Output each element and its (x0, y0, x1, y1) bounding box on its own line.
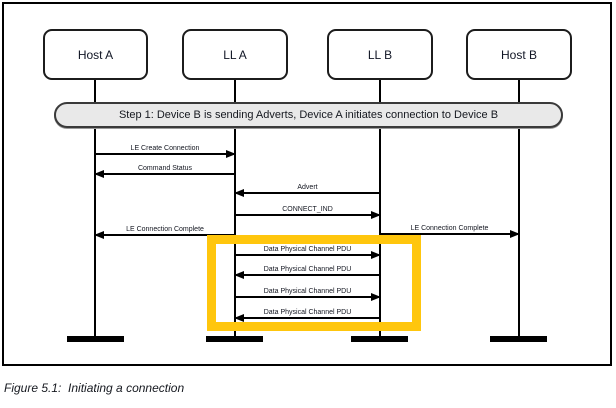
message-label: LE Connection Complete (410, 225, 489, 232)
lifeline-host-b (518, 80, 520, 336)
message-label: Data Physical Channel PDU (263, 246, 352, 253)
message-label: Data Physical Channel PDU (263, 288, 352, 295)
message-label: LE Connection Complete (126, 226, 204, 233)
message-data-pdu-2: Data Physical Channel PDU (234, 266, 380, 279)
lifeline-terminator-ll-b (351, 336, 408, 342)
message-label: Data Physical Channel PDU (263, 266, 352, 273)
message-label: Data Physical Channel PDU (263, 309, 352, 316)
lifeline-host-a (94, 80, 96, 336)
actor-box-host-a: Host A (43, 29, 148, 80)
message-label: Advert (297, 184, 318, 191)
message-command-status: Command Status (94, 165, 235, 178)
lifeline-terminator-host-a (67, 336, 124, 342)
message-data-pdu-3: Data Physical Channel PDU (235, 288, 381, 301)
message-label: LE Create Connection (130, 145, 200, 152)
message-data-pdu-4: Data Physical Channel PDU (234, 309, 380, 322)
figure-caption: Figure 5.1: Initiating a connection (4, 381, 185, 395)
message-label: Command Status (137, 165, 193, 172)
message-le-connection-complete-b: LE Connection Complete (380, 225, 520, 238)
step-banner: Step 1: Device B is sending Adverts, Dev… (54, 102, 563, 128)
message-le-create-connection: LE Create Connection (95, 145, 236, 158)
actor-label: LL A (223, 47, 247, 62)
message-advert: Advert (234, 184, 380, 197)
message-connect-ind: CONNECT_IND (235, 206, 381, 219)
actor-label: Host A (77, 47, 114, 62)
lifeline-terminator-ll-a (206, 336, 263, 342)
actor-box-host-b: Host B (466, 29, 572, 80)
lifeline-ll-b (379, 80, 381, 336)
actor-box-ll-b: LL B (327, 29, 433, 80)
message-label: CONNECT_IND (282, 206, 333, 213)
step-banner-label: Step 1: Device B is sending Adverts, Dev… (118, 109, 499, 121)
message-data-pdu-1: Data Physical Channel PDU (235, 246, 381, 259)
actor-label: Host B (500, 47, 537, 62)
actor-box-ll-a: LL A (182, 29, 288, 80)
lifeline-ll-a (234, 80, 236, 336)
highlight-box (207, 235, 421, 331)
lifeline-terminator-host-b (490, 336, 547, 342)
actor-label: LL B (367, 47, 393, 62)
message-le-connection-complete-a: LE Connection Complete (94, 226, 235, 239)
